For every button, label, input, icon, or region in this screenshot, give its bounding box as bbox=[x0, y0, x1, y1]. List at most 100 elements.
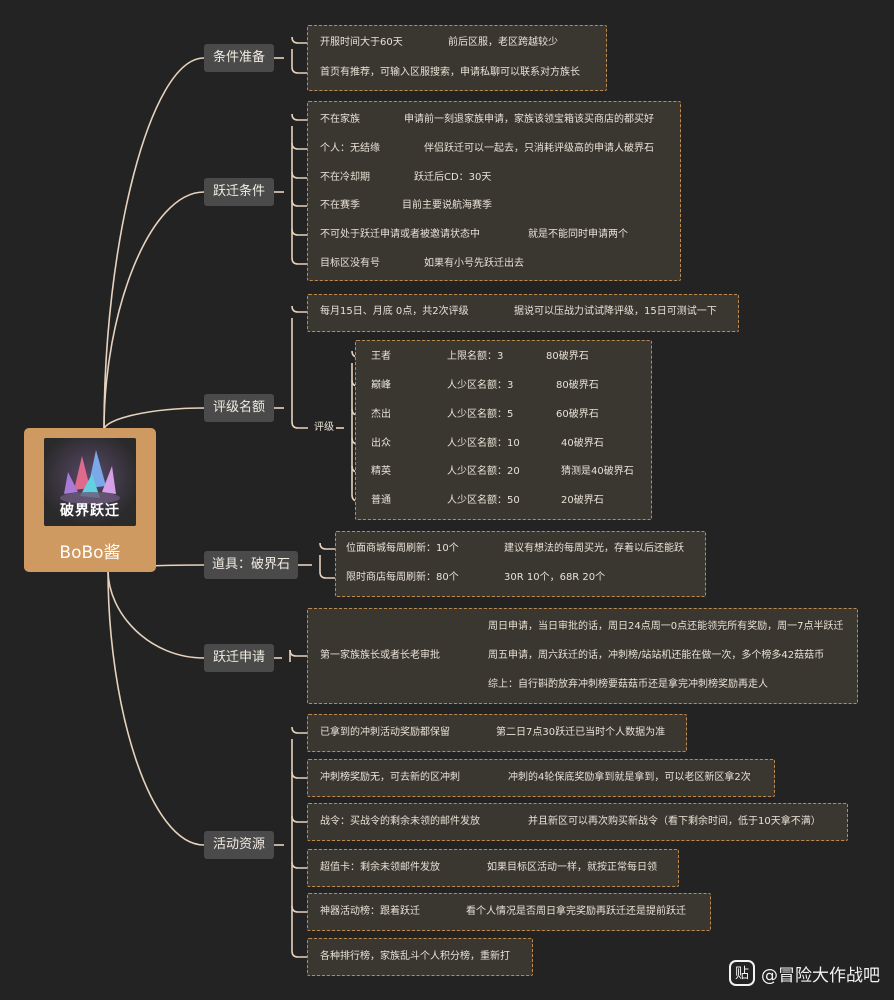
connector-28 bbox=[291, 861, 316, 869]
group-activity-6 bbox=[307, 938, 533, 976]
cond-1-note: 申请前一刻退家族申请，家族该领宝箱该买商店的都买好 bbox=[404, 114, 654, 125]
root-link-0 bbox=[103, 57, 205, 431]
cond-4-topic: 不在赛季 bbox=[320, 200, 360, 211]
root-link-2 bbox=[103, 407, 205, 431]
root-logo: 破界跃迁 bbox=[44, 438, 136, 526]
cond-3-topic: 不在冷却期 bbox=[320, 172, 370, 183]
connector-3 bbox=[291, 66, 316, 74]
tier-4-reward: 40破界石 bbox=[561, 438, 604, 449]
tier-6-quota: 人少区名额：50 bbox=[447, 495, 520, 506]
cond-5-note: 就是不能同时申请两个 bbox=[528, 229, 628, 240]
tier-5-quota: 人少区名额：20 bbox=[447, 466, 520, 477]
group-activity-2 bbox=[307, 759, 775, 797]
tier-5-reward: 猜测是40破界石 bbox=[561, 466, 634, 477]
apply-3: 综上：自行斟酌放弃冲刺榜要菇菇币还是拿完冲刺榜奖励再走人 bbox=[488, 679, 768, 690]
act-5-topic: 神器活动榜：跟着跃迁 bbox=[320, 906, 420, 917]
group-activity-3 bbox=[307, 803, 848, 841]
group-rating-tiers bbox=[355, 340, 652, 520]
act-3-note: 并且新区可以再次购买新战令（看下剩余时间，低于10天拿不满） bbox=[528, 816, 821, 827]
tier-1-reward: 80破界石 bbox=[546, 351, 589, 362]
stone-1-note: 建议有想法的每周买光，存着以后还能跃 bbox=[504, 543, 684, 554]
crystal-icon bbox=[44, 438, 136, 526]
act-2-note: 冲刺的4轮保底奖励拿到就是拿到，可以老区新区拿2次 bbox=[508, 772, 751, 783]
act-4-topic: 超值卡：剩余未领邮件发放 bbox=[320, 862, 440, 873]
connector-11 bbox=[291, 257, 316, 265]
connector-29 bbox=[291, 905, 316, 913]
root-link-5 bbox=[107, 569, 205, 846]
apply-2: 周五申请，周六跃迁的话，冲刺榜/站站机还能在做一次，多个榜多42菇菇币 bbox=[488, 650, 825, 661]
tier-4-name: 出众 bbox=[371, 438, 391, 449]
connector-18 bbox=[319, 542, 342, 550]
cond-2-note: 伴侣跃迁可以一起去，只消耗评级高的申请人破界石 bbox=[424, 143, 654, 154]
branch-conditions-prep[interactable]: 条件准备 bbox=[204, 44, 274, 72]
tier-2-quota: 人少区名额：3 bbox=[447, 380, 514, 391]
tier-3-reward: 60破界石 bbox=[556, 409, 599, 420]
tier-5-name: 精英 bbox=[371, 466, 391, 477]
prep-1-note: 前后区服，老区跨越较少 bbox=[448, 37, 558, 48]
connector-14 bbox=[291, 305, 308, 313]
act-3-topic: 战令：买战令的剩余未领的邮件发放 bbox=[320, 816, 480, 827]
branch-transfer-apply[interactable]: 跃迁申请 bbox=[204, 644, 274, 672]
connector-6 bbox=[291, 113, 316, 121]
cond-2-topic: 个人：无结缘 bbox=[320, 143, 380, 154]
tier-3-quota: 人少区名额：5 bbox=[447, 409, 514, 420]
group-rating-top bbox=[307, 294, 739, 332]
tier-1-name: 王者 bbox=[371, 351, 391, 362]
root-logo-text: 破界跃迁 bbox=[60, 503, 120, 519]
group-transfer-conditions bbox=[307, 101, 681, 281]
connector-25 bbox=[291, 726, 316, 734]
connector-2 bbox=[291, 36, 316, 44]
tier-2-reward: 80破界石 bbox=[556, 380, 599, 391]
tier-6-reward: 20破界石 bbox=[561, 495, 604, 506]
act-1-note: 第二日7点30跃迁已当时个人数据为准 bbox=[496, 727, 666, 738]
cond-1-topic: 不在家族 bbox=[320, 114, 360, 125]
group-activity-4 bbox=[307, 849, 679, 887]
connector-9 bbox=[291, 199, 316, 207]
prep-2-topic: 首页有推荐，可输入区服搜索，申请私聊可以联系对方族长 bbox=[320, 67, 580, 78]
group-conditions-prep bbox=[307, 25, 607, 91]
branch-item-breakstone[interactable]: 道具：破界石 bbox=[204, 551, 298, 579]
group-activity-1 bbox=[307, 714, 687, 752]
connector-8 bbox=[291, 171, 316, 179]
connector-27 bbox=[291, 815, 316, 823]
act-4-note: 如果目标区活动一样，就按正常每日领 bbox=[487, 862, 657, 873]
rating-sub-label: 评级 bbox=[314, 422, 334, 433]
prep-1-topic: 开服时间大于60天 bbox=[320, 37, 403, 48]
root-title: BoBo酱 bbox=[59, 543, 121, 563]
group-activity-5 bbox=[307, 893, 711, 931]
branch-transfer-conditions[interactable]: 跃迁条件 bbox=[204, 178, 274, 206]
stone-1-topic: 位面商城每周刷新：10个 bbox=[346, 543, 459, 554]
root-node[interactable]: 破界跃迁 BoBo酱 bbox=[24, 428, 156, 572]
cond-6-note: 如果有小号先跃迁出去 bbox=[424, 258, 524, 269]
group-breakstone bbox=[335, 531, 706, 597]
cond-3-note: 跃迁后CD：30天 bbox=[414, 172, 492, 183]
branch-rating-quota[interactable]: 评级名额 bbox=[204, 394, 274, 422]
tieba-icon: 贴 bbox=[729, 960, 755, 986]
act-2-topic: 冲刺榜奖励无，可去新的区冲刺 bbox=[320, 772, 460, 783]
tier-1-quota: 上限名额：3 bbox=[447, 351, 504, 362]
rating-schedule-note: 据说可以压战力试试降评级，15日可测试一下 bbox=[514, 306, 717, 317]
act-6-topic: 各种排行榜，家族乱斗个人积分榜，重新打 bbox=[320, 951, 510, 962]
branch-activity-resources[interactable]: 活动资源 bbox=[204, 831, 274, 859]
apply-1: 周日申请，当日审批的话，周日24点周一0点还能领完所有奖励，周一7点半跃迁 bbox=[488, 621, 844, 632]
connector-26 bbox=[291, 771, 316, 779]
tier-2-name: 巅峰 bbox=[371, 380, 391, 391]
act-1-topic: 已拿到的冲刺活动奖励都保留 bbox=[320, 727, 450, 738]
group-transfer-apply bbox=[307, 608, 858, 704]
connector-22 bbox=[289, 649, 316, 657]
connector-19 bbox=[319, 571, 342, 579]
cond-4-note: 目前主要说航海赛季 bbox=[402, 200, 492, 211]
stone-2-topic: 限时商店每周刷新：80个 bbox=[346, 572, 459, 583]
root-link-4 bbox=[107, 569, 205, 659]
tier-6-name: 普通 bbox=[371, 495, 391, 506]
watermark-text: @冒险大作战吧 bbox=[761, 965, 880, 986]
tier-4-quota: 人少区名额：10 bbox=[447, 438, 520, 449]
cond-6-topic: 目标区没有号 bbox=[320, 258, 380, 269]
apply-parent: 第一家族族长或者长老审批 bbox=[320, 650, 440, 661]
connector-7 bbox=[291, 142, 316, 150]
watermark: 贴 @冒险大作战吧 bbox=[729, 958, 880, 988]
connector-30 bbox=[291, 950, 316, 958]
rating-schedule: 每月15日、月底 0点，共2次评级 bbox=[320, 306, 469, 317]
act-5-note: 看个人情况是否周日拿完奖励再跃迁还是提前跃迁 bbox=[466, 906, 686, 917]
